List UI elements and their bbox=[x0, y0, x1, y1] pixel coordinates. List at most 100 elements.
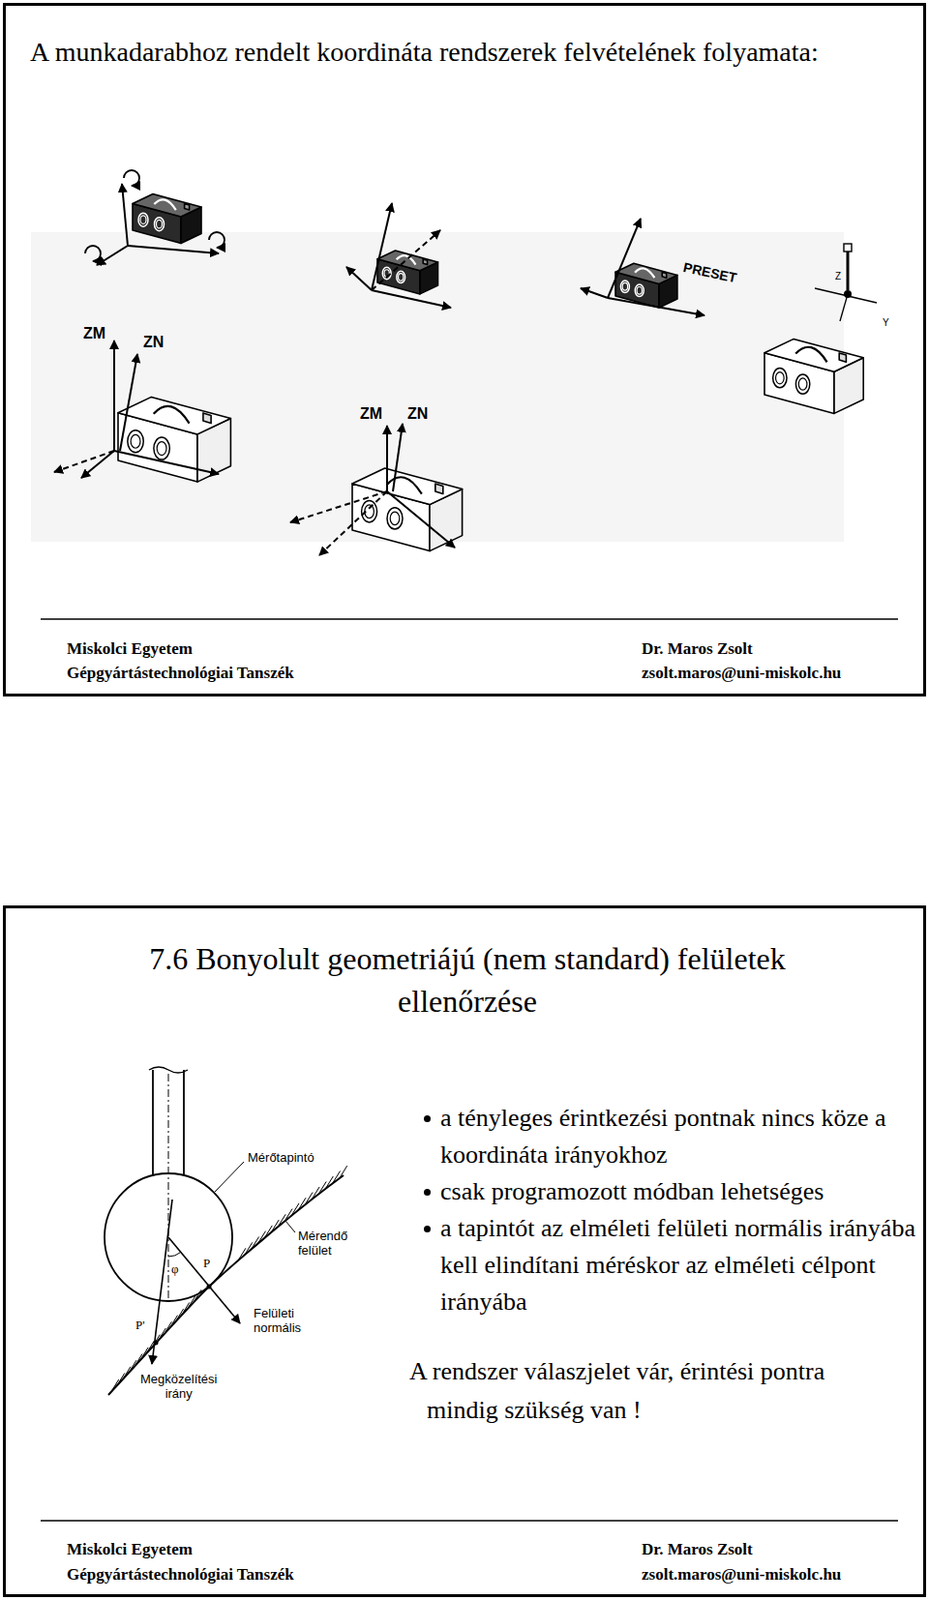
figure-label: Mérendő felület bbox=[298, 1228, 348, 1259]
hatch-line bbox=[169, 1316, 178, 1329]
angle-arc bbox=[168, 1252, 181, 1258]
contact-point bbox=[153, 1341, 159, 1347]
workpiece-top bbox=[764, 338, 864, 372]
hatch-line bbox=[134, 1354, 143, 1368]
axis-label: ZN bbox=[407, 404, 428, 423]
hatch-line bbox=[331, 1171, 340, 1185]
axis-arrow bbox=[121, 183, 128, 246]
axis-arrow bbox=[371, 230, 441, 291]
axis-arrow bbox=[371, 203, 392, 291]
bore-hole bbox=[361, 501, 378, 523]
slide-title: A munkadarabhoz rendelt koordináta rends… bbox=[29, 31, 841, 73]
workpiece-bridge bbox=[153, 406, 190, 424]
axis-arrow bbox=[386, 425, 389, 492]
leader-line bbox=[285, 1221, 296, 1233]
axis-arrow bbox=[114, 450, 219, 475]
footer-text: Dr. Maros Zsolt bbox=[641, 638, 753, 660]
footer-text: Miskolci Egyetem bbox=[66, 1539, 193, 1561]
hatch-line bbox=[304, 1193, 313, 1206]
slide-frame: A munkadarabhoz rendelt koordináta rends… bbox=[2, 2, 927, 697]
axis-arrow bbox=[392, 423, 403, 492]
workpiece-bridge bbox=[387, 477, 422, 494]
axis-arrow bbox=[387, 491, 455, 548]
hatch-line bbox=[339, 1166, 348, 1179]
workpiece-bridge bbox=[396, 255, 417, 265]
axis-arrow bbox=[371, 290, 451, 308]
axis-arrow bbox=[290, 491, 388, 523]
axis-label: ZM bbox=[83, 324, 106, 343]
axis-label: Z bbox=[835, 270, 841, 283]
bore-hole bbox=[636, 286, 642, 295]
hatch-line bbox=[140, 1348, 149, 1361]
hatch-line bbox=[122, 1367, 131, 1380]
note-text: A rendszer válaszjelet vár, érintési pon… bbox=[409, 1352, 882, 1431]
axis-arrow bbox=[81, 450, 115, 479]
hatch-line bbox=[325, 1176, 333, 1190]
probe-head bbox=[843, 243, 852, 252]
workpiece-top bbox=[118, 396, 231, 435]
grey-background bbox=[30, 232, 844, 542]
workpiece-boss bbox=[184, 204, 190, 211]
point-label: P bbox=[203, 1256, 210, 1271]
bore-hole bbox=[795, 374, 810, 394]
axis-arrow bbox=[319, 491, 388, 556]
rotation-arrow bbox=[85, 245, 101, 262]
footer-text: Gépgyártástechnológiai Tanszék bbox=[66, 662, 295, 685]
workpiece-sketch bbox=[132, 194, 202, 244]
axis-arrow bbox=[607, 218, 641, 299]
workpiece-sketch bbox=[352, 468, 463, 552]
hatch-line bbox=[318, 1181, 327, 1195]
axis-label: ZM bbox=[359, 404, 383, 423]
bullet-text: a tapintót az elméleti felületi normális… bbox=[440, 1210, 925, 1321]
hatch-line bbox=[163, 1321, 172, 1335]
hatch-line bbox=[291, 1203, 300, 1217]
axis-arrow bbox=[113, 340, 116, 451]
slide-frame: 7.6 Bonyolult geometriájú (nem standard)… bbox=[2, 905, 927, 1598]
figure-label: Mérőtapintó bbox=[247, 1150, 315, 1166]
bore-hole bbox=[398, 273, 404, 281]
workpiece-sketch bbox=[118, 396, 231, 482]
hatch-line bbox=[298, 1198, 306, 1211]
axis-arrow bbox=[346, 267, 372, 291]
hatch-line bbox=[111, 1379, 120, 1393]
workpiece-boss bbox=[661, 271, 667, 278]
footer-text: Miskolci Egyetem bbox=[66, 638, 193, 660]
probe-stem bbox=[846, 249, 850, 291]
bore-hole bbox=[798, 378, 808, 390]
rotation-arrow bbox=[123, 170, 140, 186]
contact-point bbox=[207, 1285, 212, 1290]
figure-label: Megközelítési irány bbox=[140, 1372, 217, 1402]
bore-hole bbox=[396, 270, 406, 283]
axis-arrow bbox=[580, 288, 608, 299]
workpiece-sketch bbox=[764, 338, 864, 414]
workpiece-boss bbox=[435, 483, 444, 494]
bore-hole bbox=[156, 219, 163, 229]
bore-hole bbox=[776, 372, 785, 385]
bore-hole bbox=[156, 442, 167, 456]
center-line bbox=[168, 1074, 170, 1302]
workpiece-boss bbox=[839, 353, 846, 362]
stylus-shaft bbox=[151, 1070, 154, 1176]
axis-label: Y bbox=[882, 317, 890, 330]
axis-label: ZN bbox=[143, 332, 164, 352]
approach-arrow bbox=[151, 1199, 173, 1365]
footer-text: Dr. Maros Zsolt bbox=[641, 1539, 753, 1561]
footer-text: zsolt.maros@uni-miskolc.hu bbox=[641, 1564, 841, 1587]
measured-surface bbox=[108, 1175, 344, 1396]
normal-arrow bbox=[168, 1237, 240, 1324]
bullet-text: csak programozott módban lehetséges bbox=[440, 1173, 925, 1211]
shaft-break bbox=[149, 1067, 188, 1074]
hatch-line bbox=[117, 1373, 125, 1386]
figure-label: Felületi normális bbox=[253, 1306, 301, 1336]
point-label: P' bbox=[135, 1318, 146, 1333]
axis-arrow bbox=[127, 245, 219, 254]
rotation-arrow bbox=[209, 232, 225, 248]
footer-rule bbox=[40, 618, 899, 620]
workpiece-bridge bbox=[634, 268, 655, 278]
workpiece-boss bbox=[203, 413, 211, 424]
axis-arrow bbox=[119, 354, 138, 451]
bore-hole bbox=[140, 215, 147, 225]
hatch-line bbox=[284, 1209, 293, 1223]
footer-text: zsolt.maros@uni-miskolc.hu bbox=[641, 662, 841, 685]
